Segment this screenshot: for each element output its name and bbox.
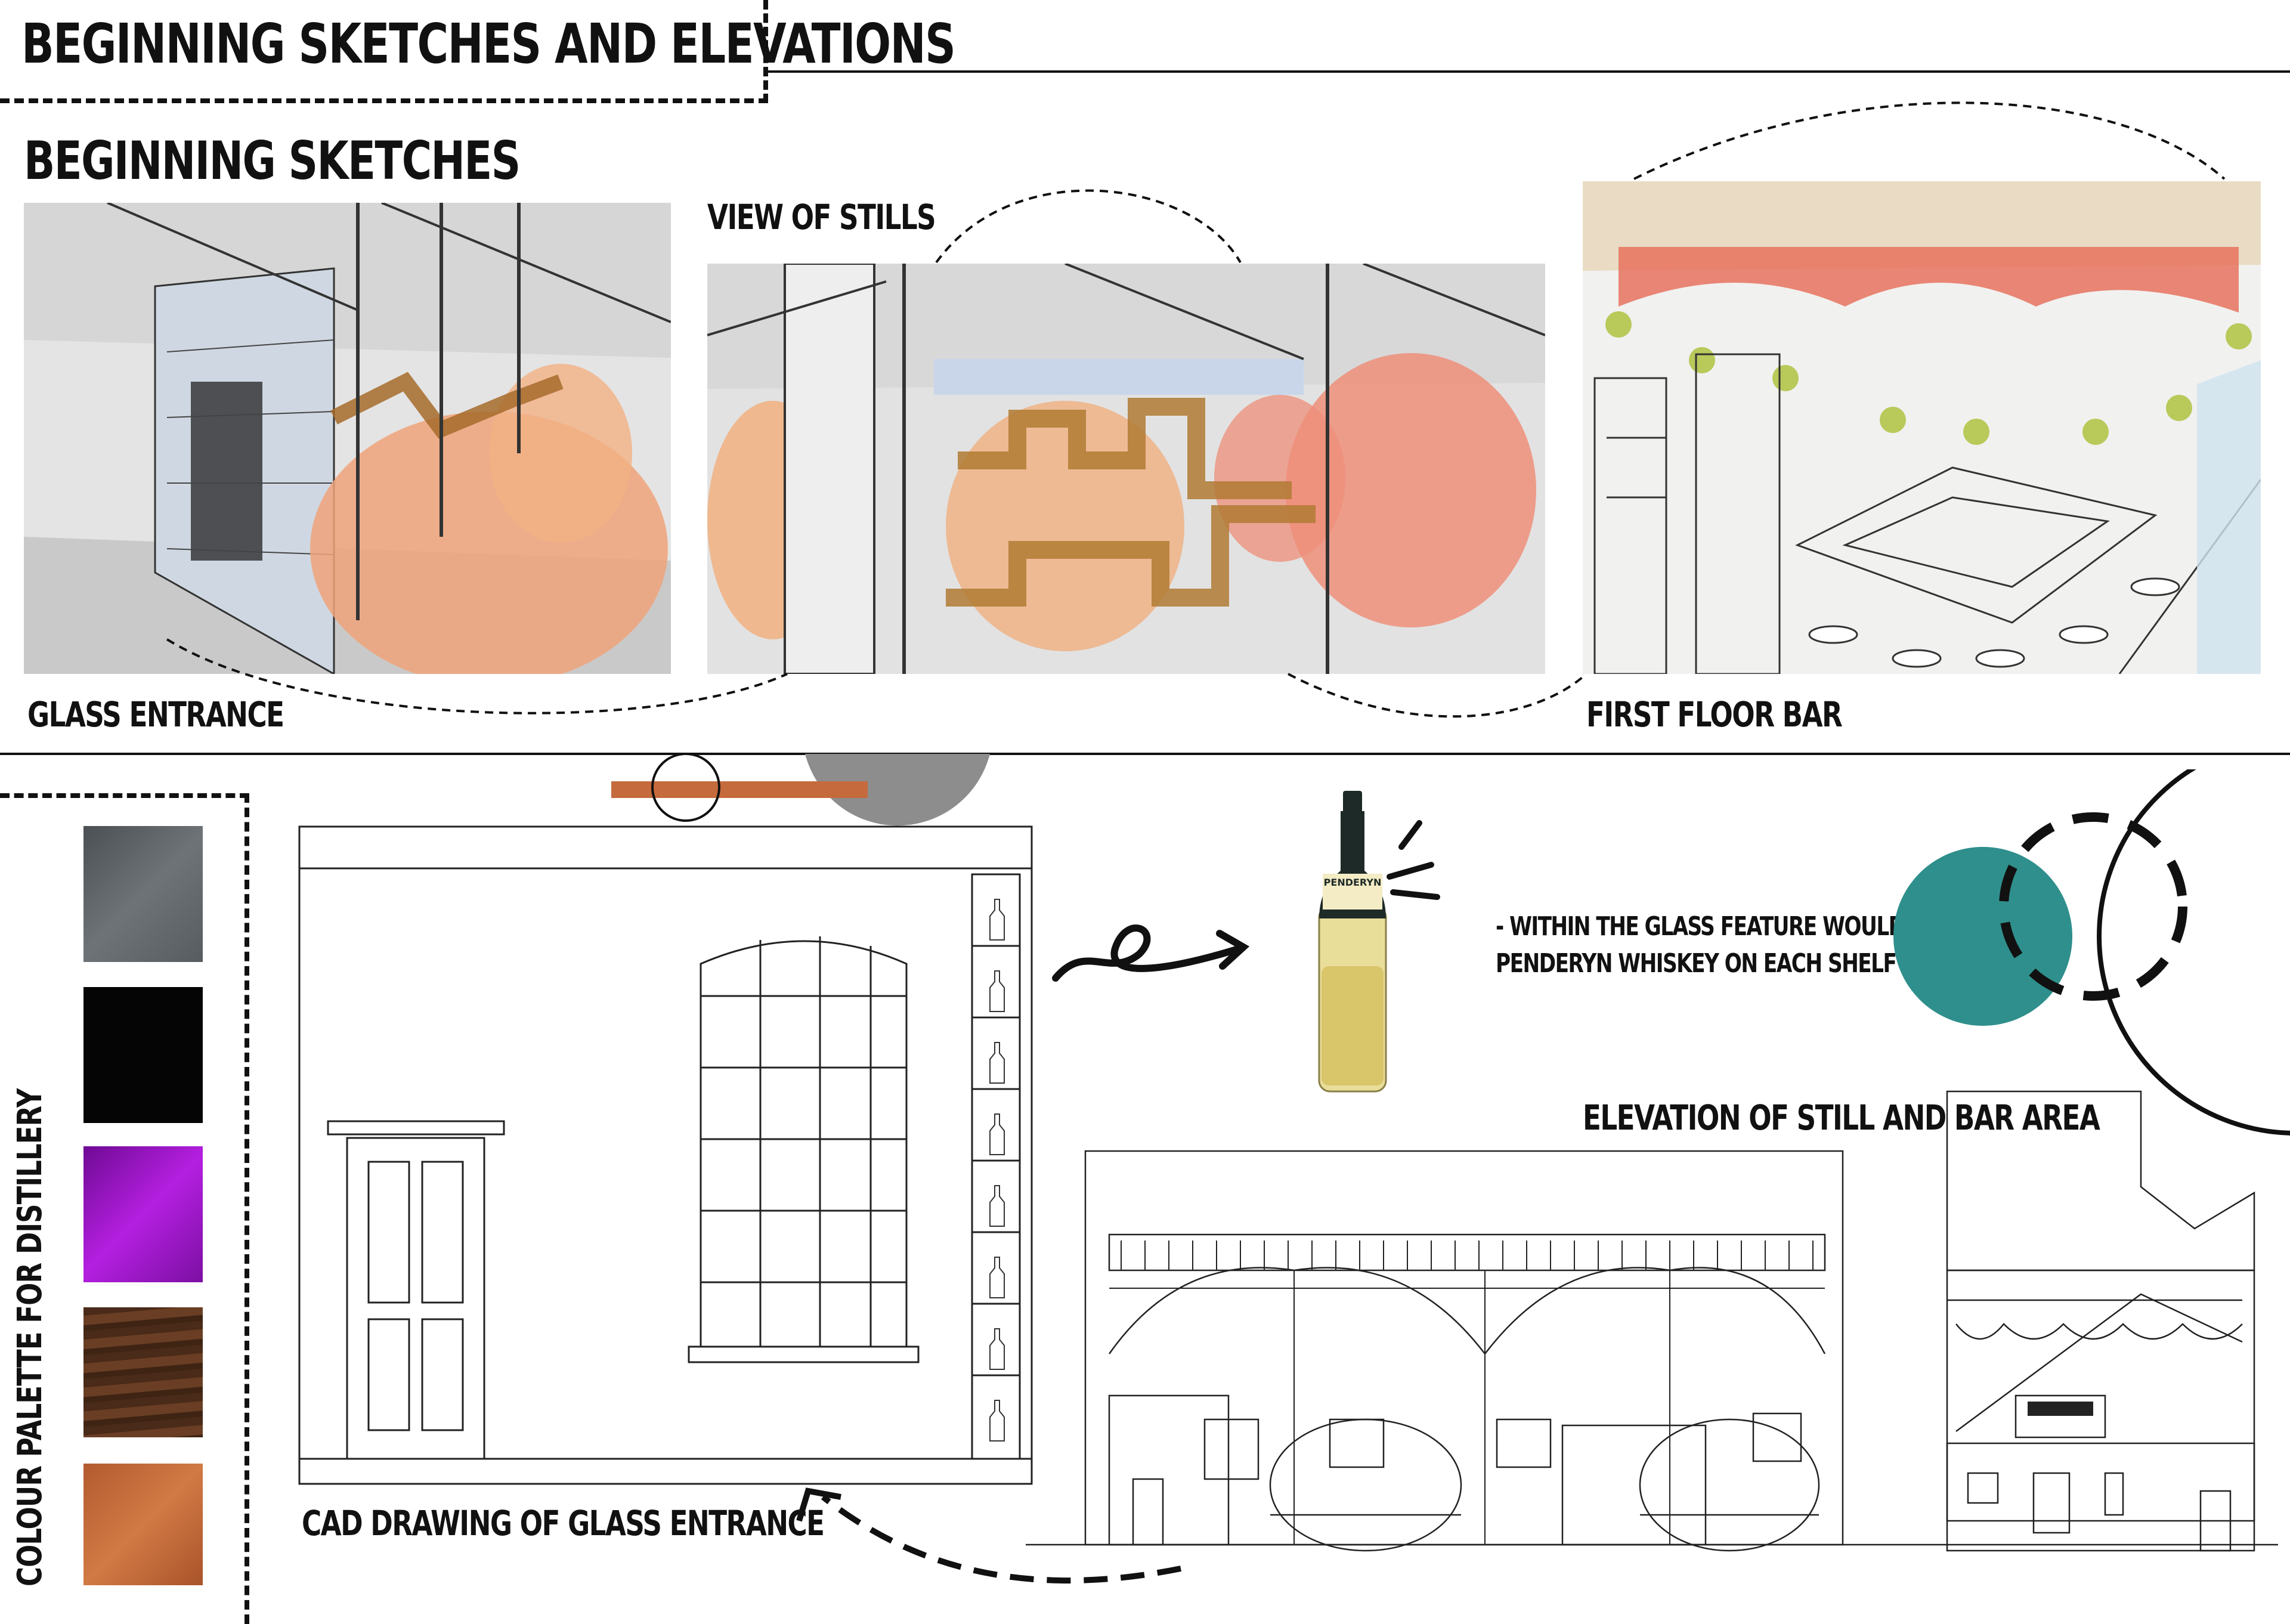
caption-glass-entrance: GLASS ENTRANCE — [27, 694, 284, 735]
cad-glass-entrance — [298, 753, 1033, 1485]
header-box — [0, 0, 768, 103]
caption-view-of-stills: VIEW OF STILLS — [707, 197, 936, 237]
sketch-glass-entrance — [24, 203, 671, 674]
sketch-first-floor-bar — [1583, 181, 2261, 674]
elevation-still-bar-area — [1026, 1090, 2278, 1552]
palette-box — [0, 793, 249, 1624]
arrow-to-cad — [796, 1487, 1181, 1584]
bottle-brand-label: PENDERYN — [1324, 877, 1382, 888]
swatch-slate — [83, 826, 203, 962]
page-title: BEGINNING SKETCHES AND ELEVATIONS — [21, 12, 956, 76]
caption-cad-glass-entrance: CAD DRAWING OF GLASS ENTRANCE — [302, 1503, 825, 1543]
decorative-circles — [1893, 769, 2290, 1136]
caption-first-floor-bar: FIRST FLOOR BAR — [1586, 694, 1843, 735]
penderyn-bottle-image: PENDERYN — [1318, 791, 1440, 1093]
section-divider — [0, 753, 2290, 755]
sketches-heading: BEGINNING SKETCHES — [24, 130, 521, 191]
swatch-black — [83, 987, 203, 1123]
header-rule — [763, 70, 2290, 73]
palette-label: COLOUR PALETTE FOR DISTILLERY — [11, 1088, 49, 1586]
caption-elevation: ELEVATION OF STILL AND BAR AREA — [1583, 1097, 2100, 1138]
sketch-view-of-stills — [707, 264, 1545, 674]
arrow-to-bottle — [1052, 924, 1250, 982]
note-line-2: PENDERYN WHISKEY ON EACH SHELF — [1496, 948, 1897, 979]
note-line-1: - WITHIN THE GLASS FEATURE WOULD BE — [1496, 911, 1939, 942]
sketch-connectors — [166, 101, 2226, 718]
swatch-violet — [83, 1146, 203, 1282]
swatch-copper — [83, 1464, 203, 1585]
swatch-walnut — [83, 1307, 203, 1437]
